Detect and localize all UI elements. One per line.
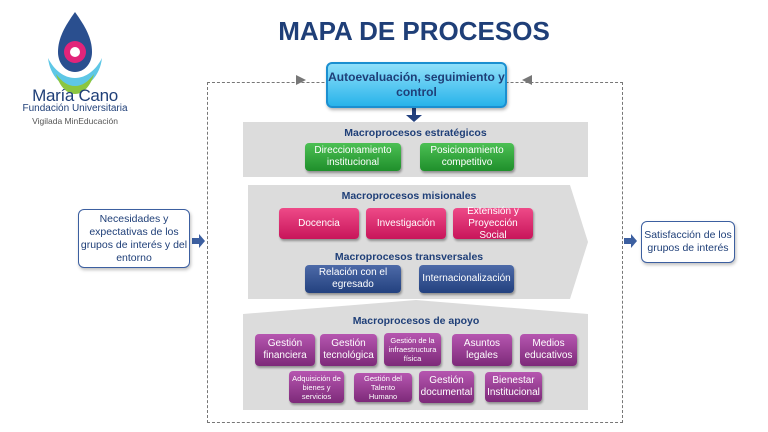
maria-cano-logo bbox=[48, 12, 102, 94]
output-satisfaction-box: Satisfacción de los grupos de interés bbox=[641, 221, 735, 263]
process-posicionamiento: Posicionamiento competitivo bbox=[420, 143, 514, 171]
process-gestion-documental: Gestión documental bbox=[419, 371, 474, 403]
process-internacionalizacion: Internacionalización bbox=[419, 265, 514, 293]
process-relacion-egresado: Relación con el egresado bbox=[305, 265, 401, 293]
process-medios-educativos: Medios educativos bbox=[520, 334, 577, 366]
process-bienestar: Bienestar Institucional bbox=[485, 372, 542, 402]
process-docencia: Docencia bbox=[279, 208, 359, 239]
process-asuntos-legales: Asuntos legales bbox=[452, 334, 512, 366]
process-gestion-tecnologica: Gestión tecnológica bbox=[320, 334, 377, 366]
apoyo-title: Macroprocesos de apoyo bbox=[352, 315, 480, 327]
process-gestion-financiera: Gestión financiera bbox=[255, 334, 315, 366]
process-extension: Extensión y Proyección Social bbox=[453, 206, 533, 241]
estrategicos-title: Macroprocesos estratégicos bbox=[344, 127, 487, 139]
misionales-title: Macroprocesos misionales bbox=[341, 190, 477, 202]
autoevaluacion-box: Autoevaluación, seguimiento y control bbox=[326, 62, 507, 108]
transversales-title: Macroprocesos transversales bbox=[334, 251, 484, 263]
process-gestion-infraestructura: Gestión de la infraestructura física bbox=[384, 333, 441, 366]
process-direccionamiento: Direccionamiento institucional bbox=[305, 143, 401, 171]
logo-name: María Cano bbox=[32, 86, 118, 105]
logo-tagline: Vigilada MinEducación bbox=[32, 116, 118, 126]
input-needs-box: Necesidades y expectativas de los grupos… bbox=[78, 209, 190, 268]
process-investigacion: Investigación bbox=[366, 208, 446, 239]
page-title: MAPA DE PROCESOS bbox=[278, 16, 550, 46]
logo-subtitle: Fundación Universitaria bbox=[22, 103, 128, 114]
process-talento-humano: Gestión del Talento Humano bbox=[354, 373, 412, 402]
estrategicos-band bbox=[243, 122, 588, 177]
process-adquisicion: Adquisición de bienes y servicios bbox=[289, 371, 344, 403]
